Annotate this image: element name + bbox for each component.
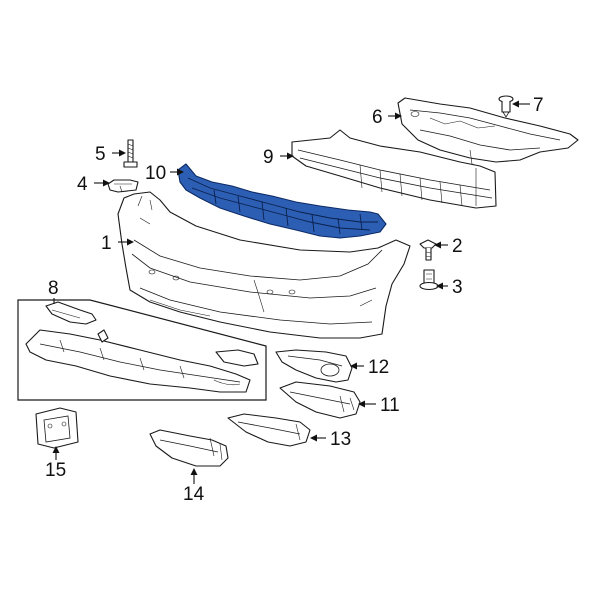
part-15-plate-bracket [35, 407, 79, 449]
callout-1: 1 [101, 233, 112, 254]
leader-lines [52, 100, 530, 484]
part-5-screw [123, 139, 138, 168]
callout-12: 12 [368, 357, 389, 378]
callout-5: 5 [95, 144, 106, 165]
callout-3: 3 [452, 277, 463, 298]
part-12-bezel [275, 349, 353, 383]
callout-14: 14 [183, 484, 205, 505]
callout-13: 13 [330, 429, 351, 450]
part-13-trim [227, 413, 311, 447]
part-9-absorber [291, 129, 497, 209]
part-2-screw [419, 239, 437, 261]
part-7-pin [498, 95, 514, 118]
part-6-upper-shield [397, 97, 579, 167]
part-10-highlighted-bracket [177, 163, 387, 239]
part-14-trim [149, 429, 229, 467]
part-8-group-box [17, 299, 267, 401]
callout-8: 8 [48, 278, 59, 299]
part-4-bracket [107, 179, 139, 193]
callout-6: 6 [372, 107, 383, 128]
part-1-bumper-cover [117, 191, 411, 339]
callout-10: 10 [145, 163, 166, 184]
callout-11: 11 [380, 395, 400, 416]
callout-9: 9 [263, 147, 274, 168]
part-8-lower-shield [25, 301, 259, 393]
part-3-clip [419, 269, 439, 291]
callouts: 1 2 3 4 5 6 7 8 9 10 11 12 13 14 15 [45, 95, 544, 505]
callout-4: 4 [77, 174, 88, 195]
part-11-trim [279, 381, 361, 419]
callout-15: 15 [45, 460, 66, 481]
callout-2: 2 [452, 236, 463, 257]
callout-7: 7 [533, 95, 544, 116]
